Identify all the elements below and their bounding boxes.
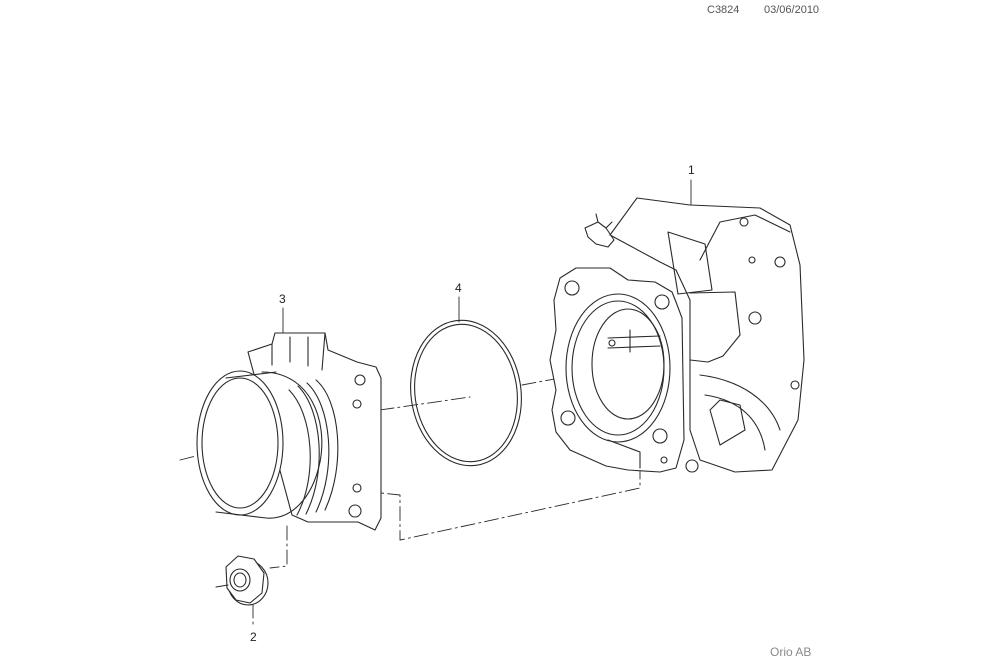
flange-nut [215, 555, 269, 606]
leader-lines [282, 179, 692, 334]
callout-4: 4 [455, 281, 462, 295]
throttle-body [549, 197, 805, 473]
callout-3: 3 [279, 292, 286, 306]
callout-1: 1 [688, 163, 695, 177]
drawing-code: C3824 [707, 4, 740, 16]
callout-2: 2 [250, 630, 257, 644]
publisher-footer: Orio AB [770, 645, 812, 659]
intake-adapter [196, 332, 382, 531]
drawing-date: 03/06/2010 [764, 4, 820, 16]
o-ring-seal [410, 319, 522, 467]
